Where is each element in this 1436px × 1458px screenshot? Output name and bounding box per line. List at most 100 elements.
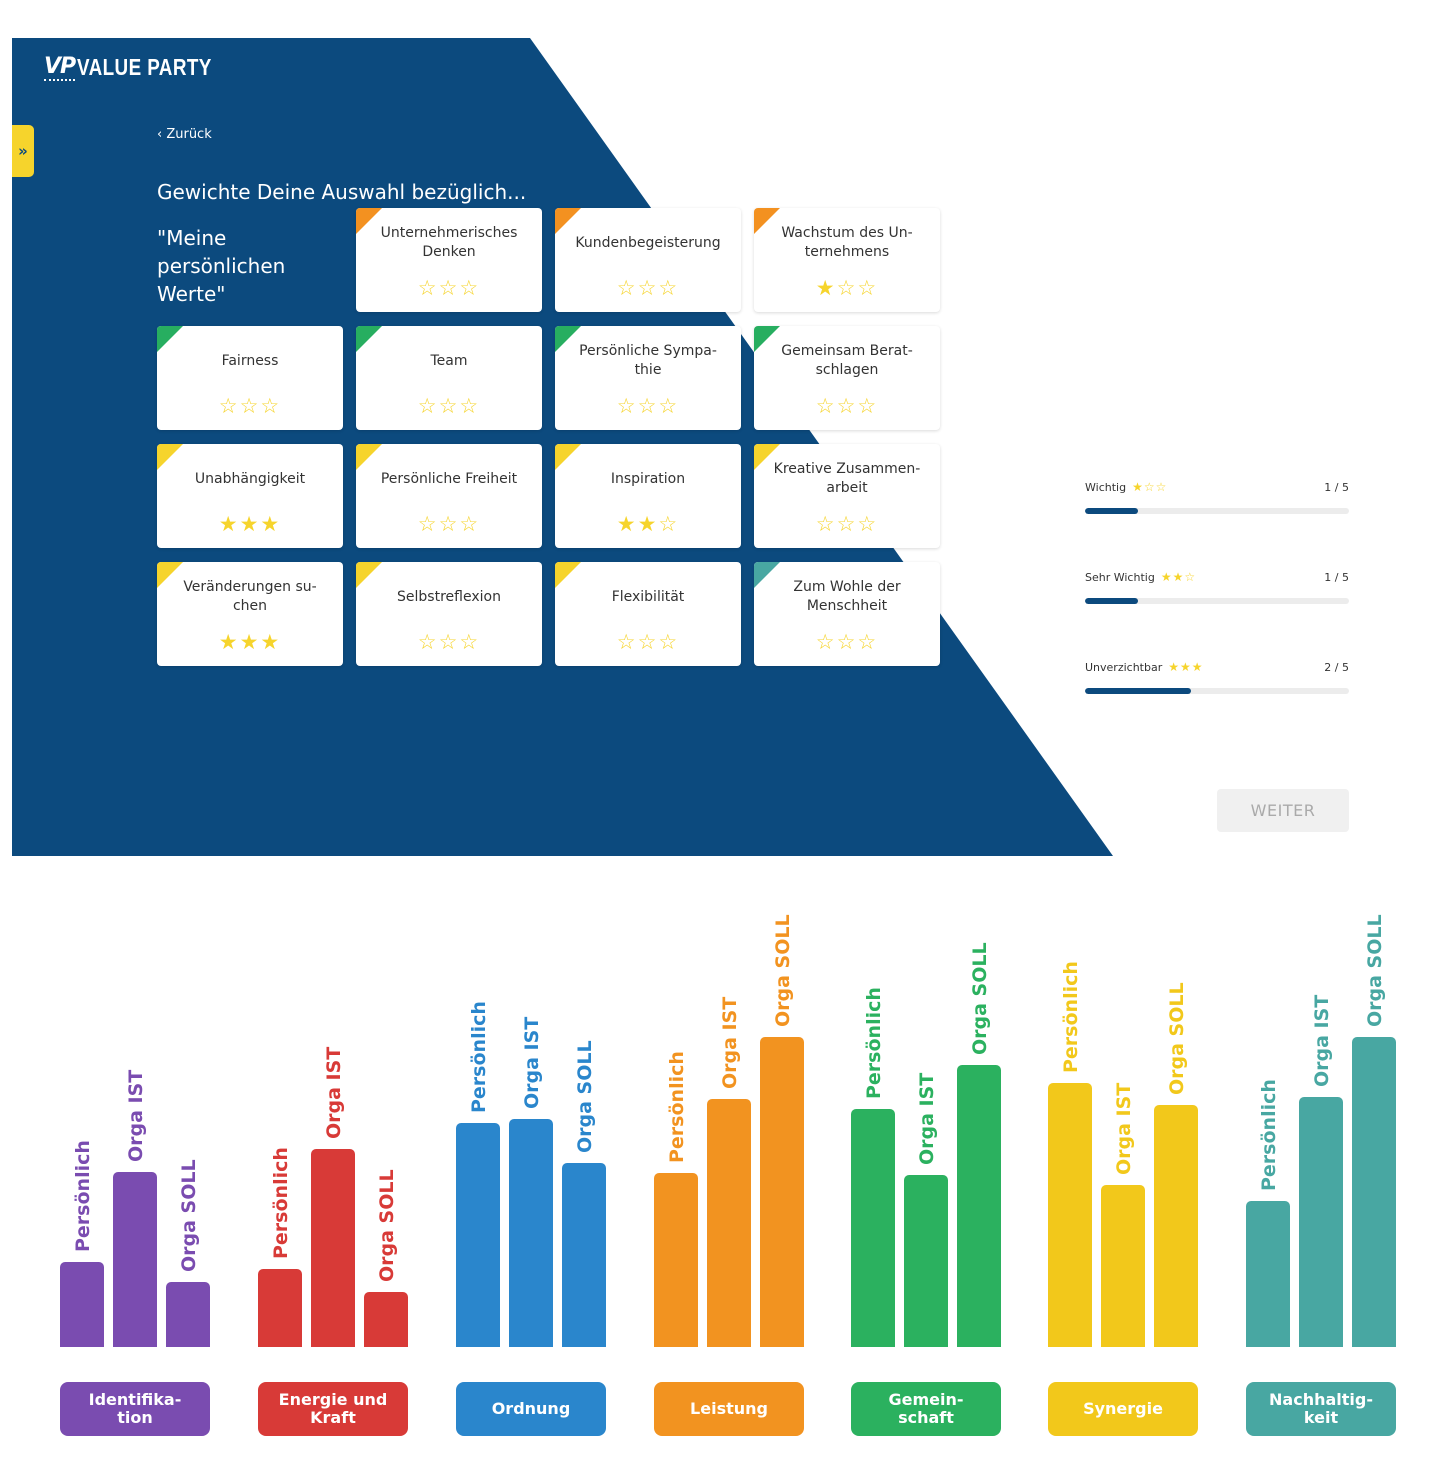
progress-track	[1085, 508, 1349, 514]
bar-series-label: Persönlich	[72, 1140, 94, 1252]
page-subtitle: "Meine persönlichen Werte"	[157, 226, 286, 306]
legend-count: 2 / 5	[1324, 660, 1349, 674]
value-card-label: Gemeinsam Berat-schlagen	[781, 343, 913, 378]
value-card-label: Fairness	[221, 352, 279, 369]
progress-track	[1085, 598, 1349, 604]
value-card[interactable]: Inspiration★★☆	[555, 444, 741, 548]
value-card-label: Zum Wohle der Menschheit	[793, 579, 901, 614]
sidebar-toggle-button[interactable]: »	[12, 125, 34, 177]
logo-text: VALUE PARTY	[77, 54, 212, 80]
back-link[interactable]: ‹ Zurück	[157, 127, 212, 142]
legend-item: Wichtig★☆☆1 / 5	[1085, 480, 1349, 514]
background-panel	[12, 38, 1113, 856]
star-rating[interactable]: ☆☆☆	[417, 630, 481, 654]
bar-series-label: Orga SOLL	[178, 1159, 200, 1272]
star-rating[interactable]: ☆☆☆	[616, 276, 680, 300]
value-card[interactable]: Selbstreflexion ☆☆☆	[356, 562, 542, 666]
star-rating[interactable]: ☆☆☆	[815, 394, 879, 418]
value-card[interactable]: Veränderungen su-chen★★★	[157, 562, 343, 666]
bar-series-label: Orga SOLL	[772, 914, 794, 1027]
star-icon-group: ★★☆	[1160, 570, 1197, 584]
bar	[760, 1037, 804, 1353]
app-logo: VP VALUE PARTY	[44, 54, 242, 81]
category-corner-marker	[356, 326, 382, 352]
value-card[interactable]: Team☆☆☆	[356, 326, 542, 430]
bar-series-label: Persönlich	[1258, 1079, 1280, 1191]
bar	[258, 1269, 302, 1353]
bar	[1101, 1185, 1145, 1353]
bar-series-label: Orga IST	[1311, 995, 1333, 1087]
category-label: Energie und Kraft	[258, 1382, 408, 1436]
value-card[interactable]: Zum Wohle der Menschheit ☆☆☆	[754, 562, 940, 666]
value-card[interactable]: Unabhängigkeit★★★	[157, 444, 343, 548]
value-card-label: Kreative Zusammen-arbeit	[773, 461, 921, 496]
category-corner-marker	[754, 444, 780, 470]
category-label: Ordnung	[456, 1382, 606, 1436]
progress-fill	[1085, 688, 1191, 694]
star-rating[interactable]: ☆☆☆	[616, 394, 680, 418]
bar-series-label: Persönlich	[863, 987, 885, 1099]
value-card[interactable]: Kundenbegeisterung☆☆☆	[555, 208, 741, 312]
value-card-label: Persönliche Freiheit	[380, 470, 518, 487]
category-corner-marker	[555, 208, 581, 234]
star-rating[interactable]: ★★★	[218, 630, 282, 654]
bar-series-label: Persönlich	[666, 1051, 688, 1163]
value-card[interactable]: Persönliche Sympa-thie☆☆☆	[555, 326, 741, 430]
bar-series-label: Orga SOLL	[1166, 982, 1188, 1095]
value-card-label: Wachstum des Un-ternehmens	[781, 225, 913, 260]
value-card[interactable]: Kreative Zusammen-arbeit ☆☆☆	[754, 444, 940, 548]
legend-label: Wichtig	[1085, 481, 1127, 494]
bar	[1352, 1037, 1396, 1353]
value-card[interactable]: Flexibilität ☆☆☆	[555, 562, 741, 666]
bar	[957, 1065, 1001, 1353]
legend-item: Sehr Wichtig★★☆1 / 5	[1085, 570, 1349, 604]
star-rating[interactable]: ☆☆☆	[815, 630, 879, 654]
next-button[interactable]: WEITER	[1217, 789, 1349, 832]
star-rating[interactable]: ☆☆☆	[417, 394, 481, 418]
category-corner-marker	[555, 562, 581, 588]
star-rating[interactable]: ★★☆	[616, 512, 680, 536]
bar-series-label: Orga IST	[521, 1017, 543, 1109]
progress-fill	[1085, 508, 1138, 514]
value-card[interactable]: Unternehmerisches Denken☆☆☆	[356, 208, 542, 312]
value-card-label: Selbstreflexion	[397, 588, 501, 605]
legend-item: Unverzichtbar★★★2 / 5	[1085, 660, 1349, 694]
bar-series-label: Orga SOLL	[376, 1169, 398, 1282]
bar	[1246, 1201, 1290, 1353]
bar-series-label: Orga IST	[719, 997, 741, 1089]
bar	[166, 1282, 210, 1353]
star-rating[interactable]: ☆☆☆	[616, 630, 680, 654]
star-rating[interactable]: ☆☆☆	[815, 512, 879, 536]
value-card[interactable]: Persönliche Freiheit ☆☆☆	[356, 444, 542, 548]
star-rating[interactable]: ☆☆☆	[417, 276, 481, 300]
category-corner-marker	[754, 562, 780, 588]
bar-series-label: Persönlich	[1060, 961, 1082, 1073]
star-rating[interactable]: ★☆☆	[815, 276, 879, 300]
legend-count: 1 / 5	[1324, 480, 1349, 494]
value-card[interactable]: Fairness ☆☆☆	[157, 326, 343, 430]
logo-mark: VP	[44, 54, 76, 81]
bar	[509, 1119, 553, 1353]
bar	[113, 1172, 157, 1353]
bar	[1048, 1083, 1092, 1353]
bar-series-label: Orga SOLL	[969, 942, 991, 1055]
star-rating[interactable]: ☆☆☆	[417, 512, 481, 536]
star-rating[interactable]: ☆☆☆	[218, 394, 282, 418]
bar-series-label: Orga SOLL	[574, 1040, 596, 1153]
category-label: Gemein-schaft	[851, 1382, 1001, 1436]
value-card[interactable]: Wachstum des Un-ternehmens ★☆☆	[754, 208, 940, 312]
bar-series-label: Persönlich	[270, 1147, 292, 1259]
baseline-mask	[0, 1347, 1436, 1367]
bar-series-label: Orga SOLL	[1364, 914, 1386, 1027]
progress-track	[1085, 688, 1349, 694]
star-rating[interactable]: ★★★	[218, 512, 282, 536]
category-label: Synergie	[1048, 1382, 1198, 1436]
value-card-label: Flexibilität	[611, 588, 685, 605]
star-icon-group: ★★★	[1168, 660, 1204, 674]
progress-fill	[1085, 598, 1138, 604]
bar-series-label: Orga IST	[323, 1047, 345, 1139]
category-corner-marker	[157, 562, 183, 588]
bar-series-label: Orga IST	[125, 1070, 147, 1162]
value-card[interactable]: Gemeinsam Berat-schlagen ☆☆☆	[754, 326, 940, 430]
